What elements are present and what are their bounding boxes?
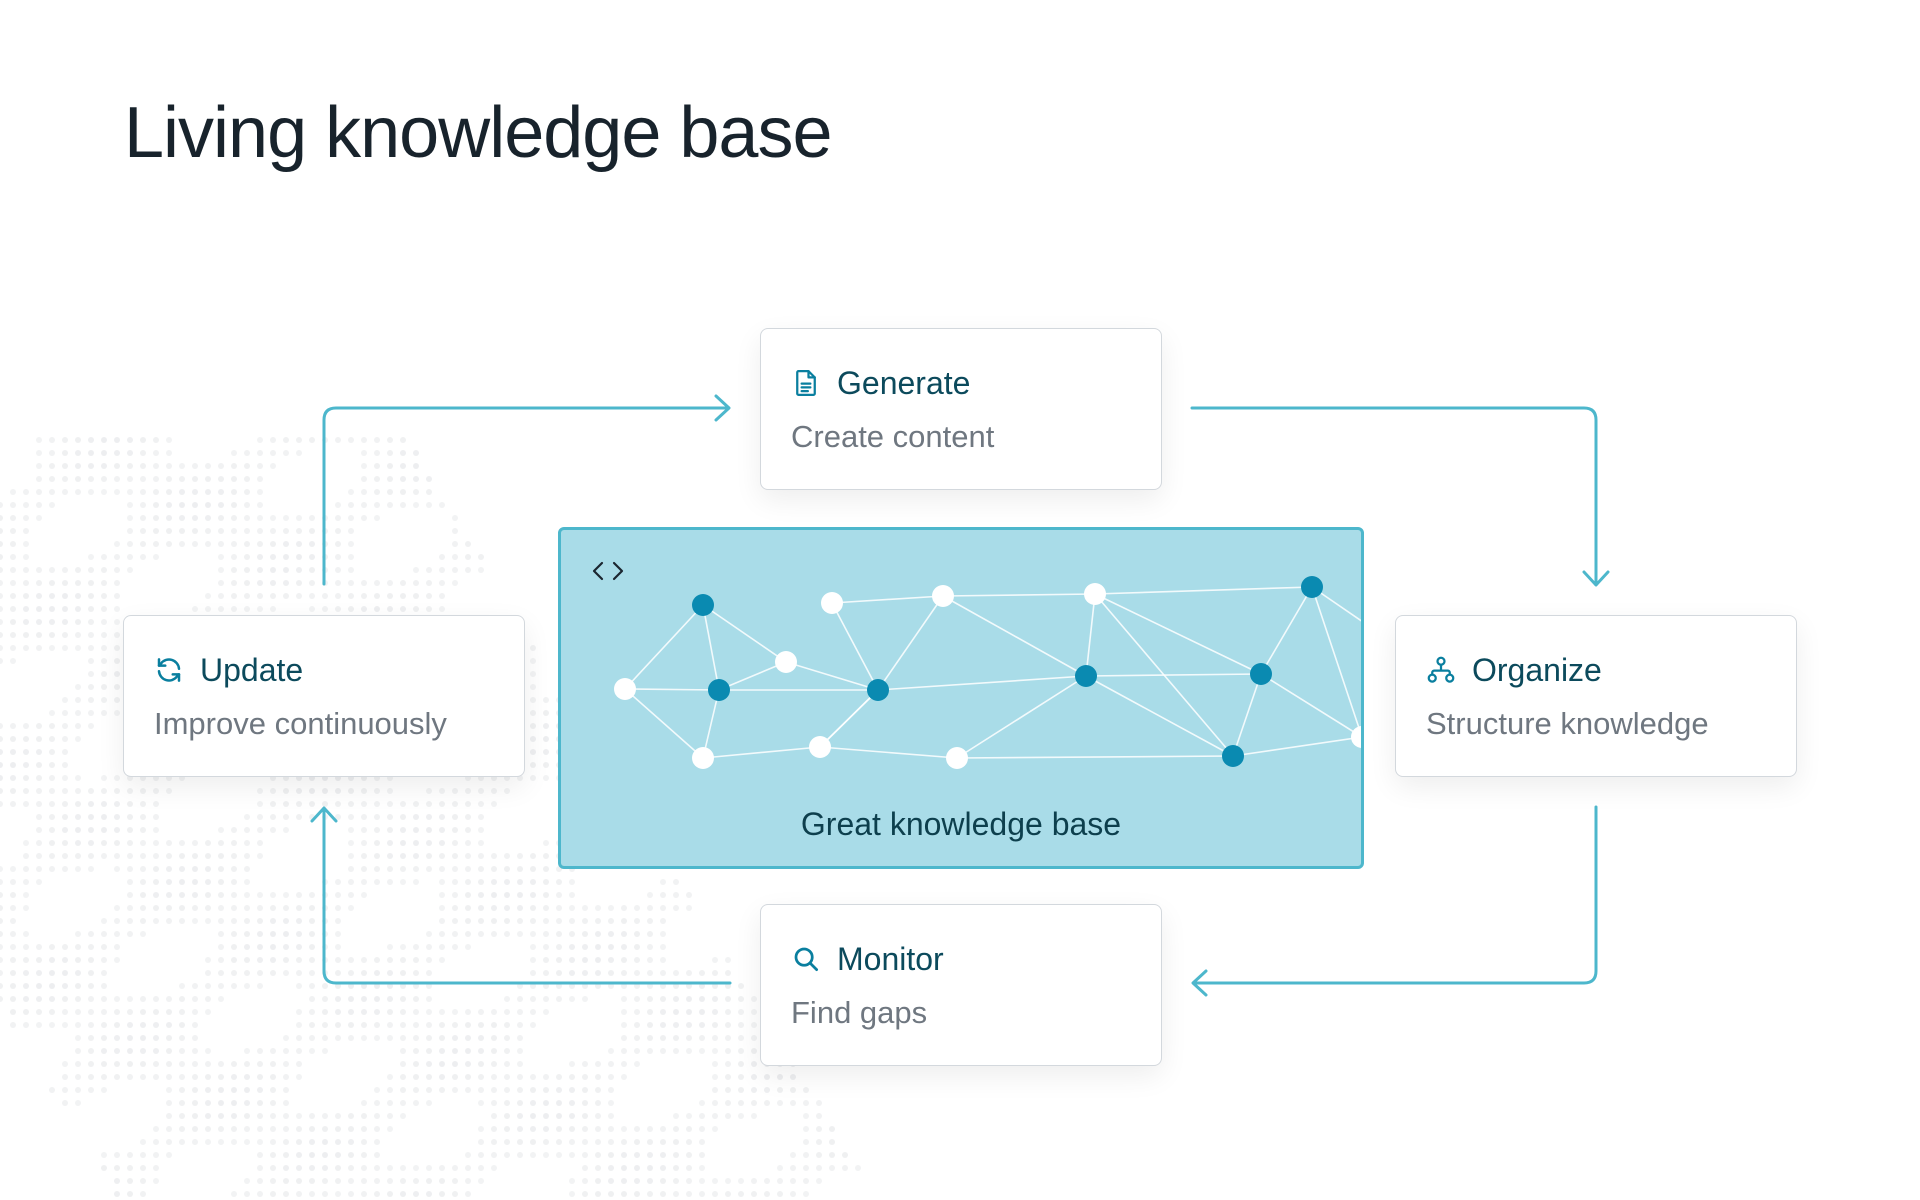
network-edge	[624, 688, 704, 759]
network-edge	[1232, 673, 1262, 757]
network-node	[1301, 576, 1323, 598]
arrow-generate-to-organize	[1190, 406, 1598, 586]
knowledge-base-label: Great knowledge base	[800, 806, 1122, 842]
arrowhead-monitor	[1191, 969, 1208, 997]
network-edge	[831, 595, 944, 604]
generate-label: Generate	[837, 364, 971, 401]
generate-card[interactable]: Generate Create content	[760, 328, 1162, 490]
network-edge	[702, 604, 787, 663]
network-node	[1250, 663, 1272, 685]
network-edge	[785, 661, 879, 691]
network-edge	[702, 604, 720, 691]
refresh-icon	[154, 655, 184, 685]
search-icon	[791, 944, 821, 974]
update-card[interactable]: Update Improve continuously	[123, 615, 525, 777]
arrow-organize-to-monitor	[1192, 805, 1598, 985]
hierarchy-icon	[1426, 655, 1456, 685]
monitor-card[interactable]: Monitor Find gaps	[760, 904, 1162, 1066]
network-edge	[942, 595, 1087, 677]
network-node	[821, 592, 843, 614]
monitor-label: Monitor	[837, 940, 944, 977]
network-edge	[1085, 593, 1096, 677]
network-edge	[1260, 586, 1313, 675]
document-icon	[791, 368, 821, 398]
network-edge	[718, 661, 787, 691]
network-edge	[1232, 736, 1361, 757]
network-edge	[1085, 675, 1234, 757]
network-edge	[1094, 593, 1262, 675]
network-node	[708, 679, 730, 701]
arrow-monitor-to-update	[322, 807, 732, 985]
network-node	[809, 736, 831, 758]
organize-label: Organize	[1472, 651, 1602, 688]
network-node	[1075, 665, 1097, 687]
monitor-description: Find gaps	[791, 995, 928, 1030]
arrowhead-generate	[714, 394, 731, 422]
knowledge-base-panel[interactable]: Great knowledge base	[558, 527, 1364, 869]
network-edge	[819, 689, 879, 748]
network-node	[946, 747, 968, 769]
network-edge	[942, 593, 1096, 597]
network-edge	[1311, 586, 1361, 737]
network-edge	[877, 595, 944, 691]
network-node	[932, 585, 954, 607]
network-edge	[1094, 586, 1313, 595]
network-edge	[702, 689, 720, 759]
update-label: Update	[200, 651, 304, 688]
code-icon	[592, 561, 624, 581]
network-node	[867, 679, 889, 701]
generate-description: Create content	[791, 419, 995, 454]
update-description: Improve continuously	[154, 706, 447, 741]
organize-card[interactable]: Organize Structure knowledge	[1395, 615, 1797, 777]
network-edge	[1260, 673, 1361, 738]
network-node	[1084, 583, 1106, 605]
knowledge-network-graph	[614, 576, 1361, 769]
arrowhead-update	[310, 806, 338, 823]
network-edge	[1311, 586, 1361, 622]
network-node	[614, 678, 636, 700]
network-edge	[1085, 673, 1262, 677]
network-edge	[624, 688, 720, 691]
network-node	[1351, 726, 1361, 748]
network-edge	[819, 746, 958, 759]
network-node	[692, 747, 714, 769]
page-title: Living knowledge base	[124, 93, 833, 173]
arrow-update-to-generate	[322, 406, 730, 586]
network-edge	[956, 675, 1087, 759]
organize-description: Structure knowledge	[1426, 706, 1709, 741]
arrowhead-organize	[1582, 570, 1610, 587]
network-edge	[702, 746, 821, 759]
network-edge	[624, 604, 704, 690]
network-edge	[877, 675, 1087, 691]
network-node	[1222, 745, 1244, 767]
network-edge	[831, 602, 879, 691]
network-node	[775, 651, 797, 673]
network-edge	[956, 755, 1234, 759]
network-node	[692, 594, 714, 616]
